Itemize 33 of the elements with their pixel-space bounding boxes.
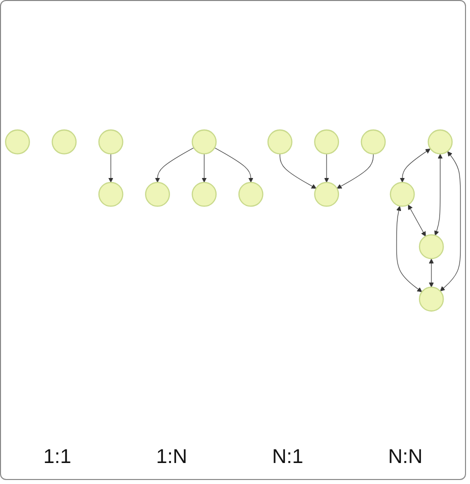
node-circle xyxy=(390,182,415,207)
arrow xyxy=(408,204,426,236)
arrow xyxy=(280,154,316,189)
ratio-label: N:N xyxy=(388,446,423,469)
node-circle xyxy=(314,182,340,207)
arrow xyxy=(214,147,254,183)
node-circle xyxy=(428,129,453,154)
arrow xyxy=(440,151,461,292)
arrow xyxy=(324,154,330,183)
arrow xyxy=(108,154,114,183)
node-circle xyxy=(314,129,340,154)
node-circle xyxy=(267,129,292,154)
node-circle xyxy=(418,286,444,312)
node-circle xyxy=(192,182,217,207)
arrow xyxy=(428,258,434,288)
node-circle xyxy=(98,182,124,207)
arrow xyxy=(434,154,443,236)
node-circle xyxy=(418,234,444,260)
arrow xyxy=(155,147,194,183)
node-circle xyxy=(145,182,170,207)
node-circle xyxy=(5,129,30,154)
ratio-label: 1:1 xyxy=(43,446,72,469)
node-circle xyxy=(52,129,77,154)
arrow xyxy=(396,206,422,292)
arrow xyxy=(202,154,207,183)
arrow xyxy=(336,154,374,189)
node-circle xyxy=(192,129,217,154)
node-circle xyxy=(360,129,386,154)
arrow xyxy=(400,148,430,183)
ratio-label: 1:N xyxy=(156,446,188,469)
ratio-label: N:1 xyxy=(272,446,304,469)
node-circle xyxy=(238,182,264,207)
node-circle xyxy=(98,129,124,154)
